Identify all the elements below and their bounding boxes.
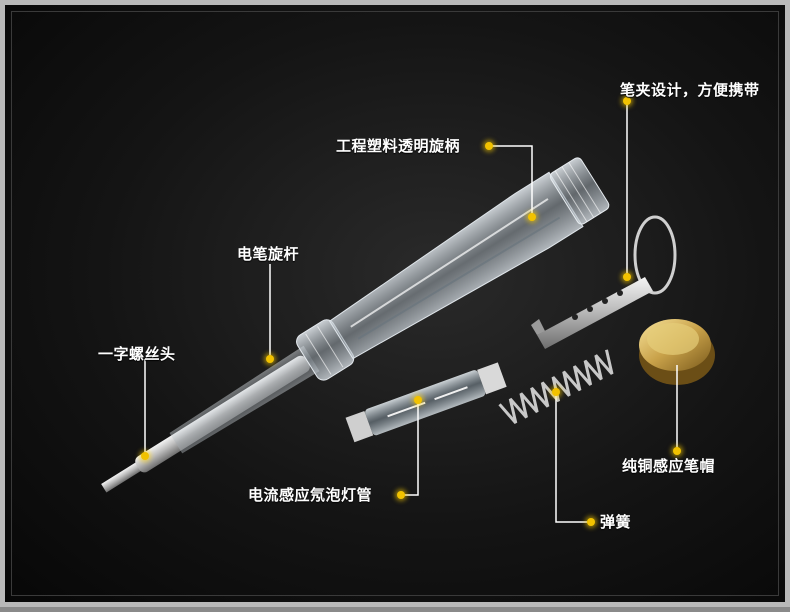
callout-dot-tip: [141, 452, 149, 460]
label-tip: 一字螺丝头: [98, 345, 176, 363]
callout-dot-spring-label: [587, 518, 595, 526]
pen-clip: [531, 215, 677, 349]
handle-thread: [549, 157, 610, 225]
label-spring: 弹簧: [600, 513, 632, 531]
callout-dot-shaft: [266, 355, 274, 363]
leader-lines: [144, 101, 678, 523]
label-neon-tube: 电流感应氖泡灯管: [248, 486, 373, 504]
label-cap: 纯铜感应笔帽: [622, 457, 716, 475]
brass-cap: [639, 319, 715, 385]
spring: [498, 349, 614, 424]
screwdriver-tip: [101, 460, 145, 493]
label-shaft: 电笔旋杆: [237, 245, 300, 263]
callout-dot-handle: [528, 213, 536, 221]
transparent-handle: [328, 171, 584, 360]
label-pen-clip: 笔夹设计，方便携带: [620, 81, 760, 99]
callout-dot-handle-label: [485, 142, 493, 150]
handle-collar: [296, 319, 355, 381]
callout-dot-neon-tube-label: [397, 491, 405, 499]
neon-bulb: [345, 362, 507, 443]
shaft-sleeve: [169, 345, 320, 454]
screwdriver-shaft: [135, 355, 310, 473]
product-scene: [101, 101, 715, 523]
label-handle: 工程塑料透明旋柄: [336, 137, 461, 155]
screwdriver: [101, 157, 610, 493]
callout-dot-spring: [552, 388, 560, 396]
callout-dot-pen-clip: [623, 273, 631, 281]
callout-dot-neon-tube: [414, 396, 422, 404]
callout-dot-pen-clip-label: [623, 97, 631, 105]
callout-dot-cap: [673, 447, 681, 455]
clip-ring: [633, 215, 677, 295]
